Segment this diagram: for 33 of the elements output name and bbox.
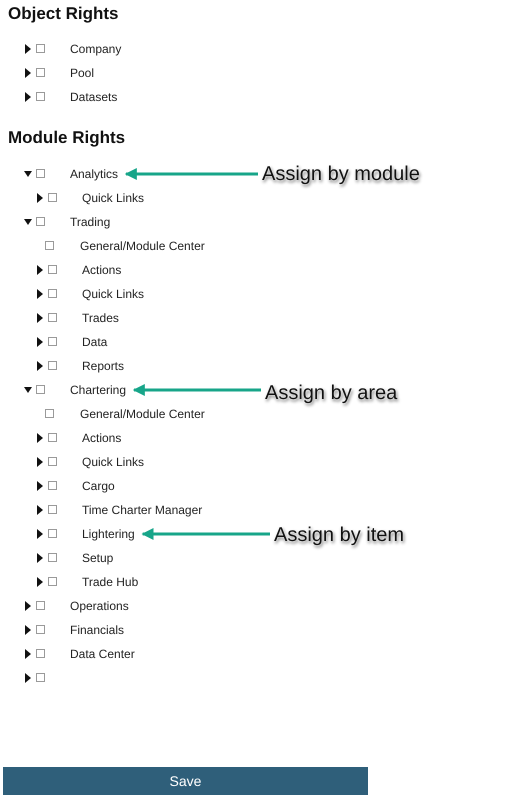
tree-item-label: Time Charter Manager	[82, 503, 202, 517]
tree-item-label: Trades	[82, 311, 119, 325]
tree-item-label: Reports	[82, 359, 124, 373]
tree-item-label: Quick Links	[82, 191, 144, 205]
arrow	[124, 168, 258, 180]
section-heading: Object Rights	[8, 4, 119, 24]
tree-item-label: Chartering	[70, 383, 126, 397]
save-button: Save	[3, 767, 368, 795]
tree-item-label: Analytics	[70, 167, 118, 181]
arrow	[132, 384, 261, 396]
tree-item-label: Datasets	[70, 90, 118, 104]
tree-item-label: Quick Links	[82, 287, 144, 301]
section-heading: Module Rights	[8, 128, 126, 148]
tree-item-label: General/Module Center	[80, 239, 205, 253]
tree-item-label: Data Center	[70, 647, 135, 661]
tree-item-label: Actions	[82, 431, 122, 445]
tree-item-label: Actions	[82, 263, 122, 277]
tree-item-label: General/Module Center	[80, 407, 205, 421]
tree-item-label: Cargo	[82, 479, 115, 493]
tree-item-label: Lightering	[82, 527, 135, 541]
tree-item-label: Trade Hub	[82, 575, 138, 589]
tree-item-label: Company	[70, 42, 122, 56]
tree-item-label: Financials	[70, 623, 124, 637]
tree-item-label: Pool	[70, 66, 94, 80]
callout-text: Assign by area	[265, 380, 398, 406]
tree-item-label: Trading	[70, 215, 110, 229]
tree-item-label: Setup	[82, 551, 114, 565]
callout-text: Assign by module	[262, 161, 420, 187]
tree-item-label: Operations	[70, 599, 129, 613]
tree-item-label: Data	[82, 335, 108, 349]
callout-text: Assign by item	[274, 522, 404, 548]
tree-item-label: Quick Links	[82, 455, 144, 469]
arrow	[142, 528, 270, 540]
